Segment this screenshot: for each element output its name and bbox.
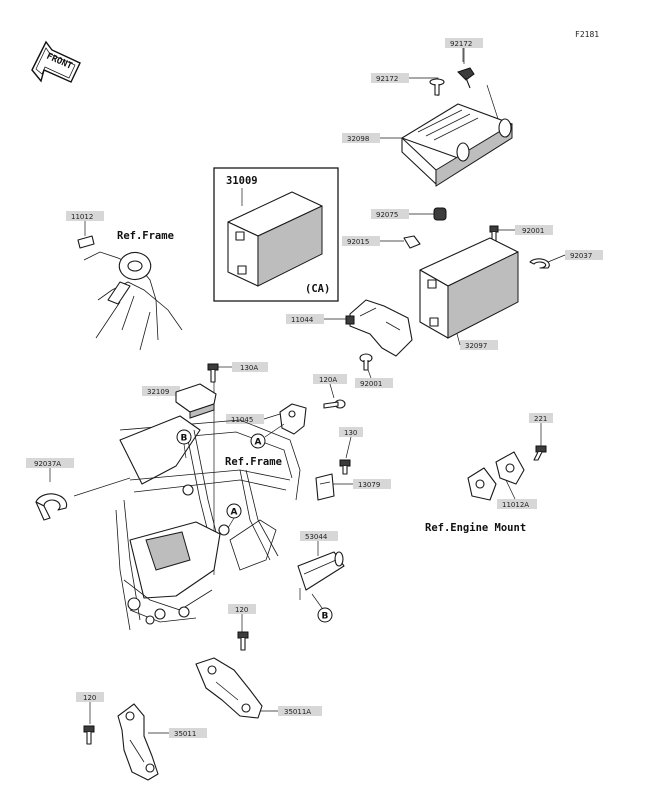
part-label-32109: 32109	[147, 388, 169, 396]
part-label-32097: 32097	[465, 342, 487, 350]
part-number-labels: 92172 92172 32098 92075 92015 92001 9203…	[34, 40, 592, 738]
bracket-13079-icon	[315, 473, 335, 501]
engine-mount-bracket-11012a-icon	[467, 451, 525, 501]
clamp-92037-icon	[529, 258, 550, 269]
part-label-35011: 35011	[174, 730, 196, 738]
main-frame-assembly	[115, 415, 301, 631]
kit-part-number: 31009	[226, 175, 258, 187]
part-label-13079: 13079	[358, 481, 380, 489]
part-label-35011a: 35011A	[284, 708, 311, 716]
ref-engine-mount-label: Ref.Engine Mount	[425, 522, 526, 534]
bolt-130a-icon	[207, 363, 219, 383]
kit-variant-label: (CA)	[305, 283, 330, 295]
part-label-53044: 53044	[305, 533, 328, 541]
part-label-32098: 32098	[347, 135, 369, 143]
frame-detail-top-left	[77, 235, 183, 351]
front-direction-arrow: FRONT	[31, 40, 81, 83]
part-label-92172: 92172	[376, 75, 398, 83]
ref-frame-label-main: Ref.Frame	[225, 456, 282, 468]
part-label-92037a: 92037A	[34, 460, 61, 468]
part-label-92037: 92037	[570, 252, 592, 260]
bolt-92172-left-icon	[429, 78, 445, 96]
svg-text:A: A	[255, 438, 262, 448]
ref-frame-label-top: Ref.Frame	[117, 230, 174, 242]
battery-cover-32098-icon	[401, 103, 513, 187]
bolt-221-icon	[533, 445, 547, 461]
part-label-120: 120	[235, 606, 248, 614]
bolt-120-bottom-icon	[83, 725, 95, 745]
part-label-92001-top: 92001	[522, 227, 544, 235]
part-label-11012: 11012	[71, 213, 93, 221]
battery-case-32097-icon	[419, 237, 519, 339]
bolt-120a-icon	[323, 399, 346, 409]
bolt-92001-icon	[359, 353, 373, 371]
svg-text:B: B	[181, 434, 188, 444]
bracket-11044-icon	[345, 299, 413, 357]
clip-nut-92015-icon	[403, 235, 421, 249]
part-label-92001: 92001	[360, 380, 382, 388]
kit-box-31009: 31009 (CA)	[213, 167, 339, 302]
callout-a-lower: A	[226, 503, 242, 529]
part-label-221: 221	[534, 415, 547, 423]
part-label-11044: 11044	[291, 316, 314, 324]
bolt-130-icon	[339, 459, 351, 475]
bolt-92172-right-icon	[457, 67, 475, 89]
part-label-11045: 11045	[231, 416, 253, 424]
part-label-11012a: 11012A	[502, 501, 529, 509]
part-label-130a: 130A	[240, 364, 258, 372]
callout-b-frame: B	[176, 429, 192, 459]
bracket-35011a-icon	[195, 657, 263, 719]
bracket-35011-icon	[117, 703, 159, 781]
clamp-92037a-icon	[35, 493, 68, 521]
rubber-mount-92075-icon	[433, 207, 447, 221]
cover-32109-icon	[175, 383, 217, 419]
part-label-92075: 92075	[376, 211, 398, 219]
part-label-92015: 92015	[347, 238, 369, 246]
part-label-120-bottom: 120	[83, 694, 96, 702]
svg-text:A: A	[231, 508, 238, 518]
sleeve-53044-icon	[297, 551, 345, 591]
bolt-120-icon	[237, 631, 249, 651]
svg-text:B: B	[322, 612, 329, 622]
label-boxes	[26, 38, 603, 738]
callout-a-upper: A	[250, 423, 285, 449]
diagram-code: F2181	[575, 30, 599, 39]
callout-b-sleeve: B	[311, 593, 333, 623]
part-label-92172-top: 92172	[450, 40, 472, 48]
part-label-130: 130	[344, 429, 357, 437]
bracket-11045-icon	[279, 403, 307, 435]
part-label-120a: 120A	[319, 376, 337, 384]
